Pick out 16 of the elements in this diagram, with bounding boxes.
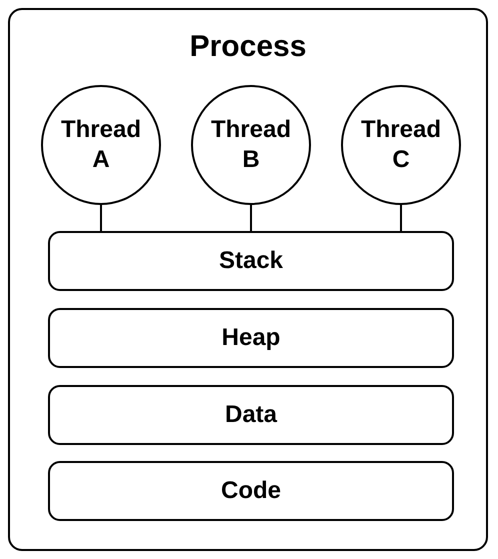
memory-segment-box bbox=[48, 385, 454, 445]
process-container bbox=[8, 8, 488, 551]
segment-label: Heap bbox=[222, 323, 280, 353]
process-title: Process bbox=[190, 29, 306, 65]
memory-segment-box bbox=[48, 461, 454, 521]
thread-label: Thread C bbox=[360, 115, 442, 175]
segment-label: Data bbox=[224, 400, 278, 430]
thread-label: Thread A bbox=[60, 115, 142, 175]
segment-label: Stack bbox=[218, 246, 284, 276]
thread-label: Thread B bbox=[210, 115, 292, 175]
connector-line bbox=[400, 205, 402, 231]
memory-segment-box bbox=[48, 231, 454, 291]
connector-line bbox=[250, 205, 252, 231]
memory-segment-box bbox=[48, 308, 454, 368]
segment-label: Code bbox=[221, 476, 281, 506]
connector-line bbox=[100, 205, 102, 231]
